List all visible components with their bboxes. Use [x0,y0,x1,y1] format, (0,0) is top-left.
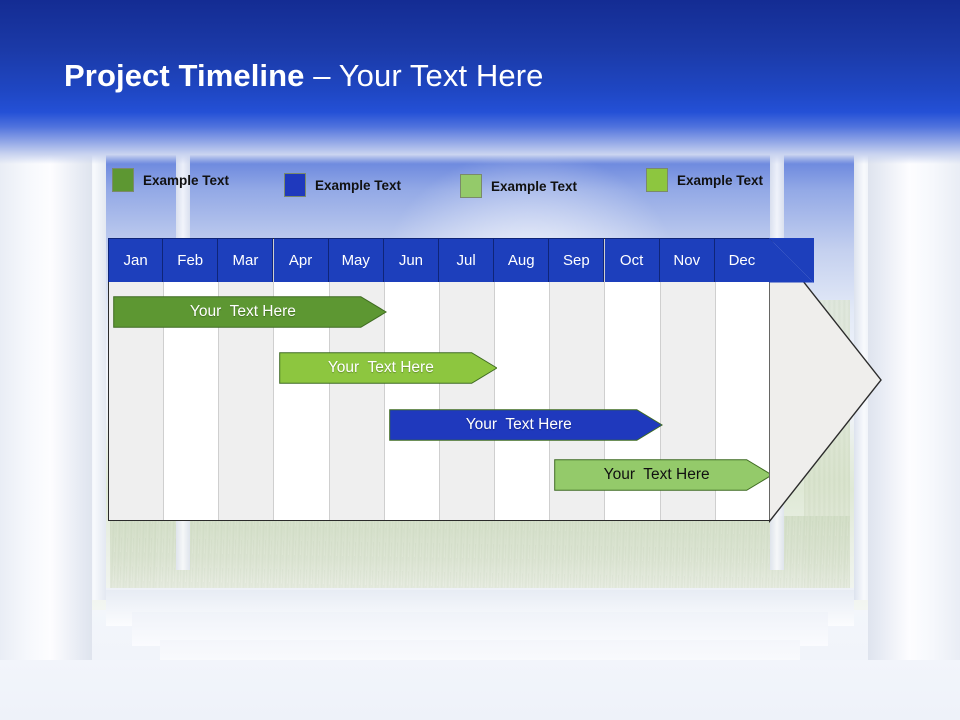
page-title-strong: Project Timeline [64,58,305,93]
task-bar-1[interactable]: Your Text Here [113,296,387,328]
page-title-light: Your Text Here [338,58,544,93]
month-header-aug[interactable]: Aug [494,238,550,282]
month-header-sep[interactable]: Sep [549,238,605,282]
title-banner-fade [0,112,960,164]
task-bar-arrow-3 [389,409,663,441]
task-bar-2[interactable]: Your Text Here [278,352,498,384]
background-grass-band [110,516,850,592]
task-bar-arrow-4 [554,459,773,491]
task-bar-arrow-1 [113,296,387,328]
legend-swatch-dark-green [112,168,134,192]
task-bar-label-3: Your Text Here [465,416,572,433]
task-bar-label-1: Your Text Here [189,303,296,320]
month-header-may[interactable]: May [328,238,384,282]
month-header-feb[interactable]: Feb [163,238,219,282]
legend-label-1: Example Text [143,172,230,188]
task-bar-4[interactable]: Your Text Here [554,459,773,491]
month-header-dec[interactable]: Dec [714,238,770,282]
chart-column-feb [164,239,220,520]
timeline-arrowhead [768,235,882,525]
chart-column-mar [219,239,275,520]
task-bar-3[interactable]: Your Text Here [389,409,663,441]
background-frame-right [868,110,960,720]
month-header-apr[interactable]: Apr [273,238,329,282]
month-header-oct[interactable]: Oct [604,238,660,282]
legend-item-4[interactable]: Example Text [646,168,763,192]
task-bar-label-2: Your Text Here [327,359,434,376]
task-bar-shape-2 [278,352,498,384]
task-bar-label-4: Your Text Here [603,466,710,483]
page-title-separator: – [304,58,339,93]
legend-item-2[interactable]: Example Text [284,173,401,197]
legend-swatch-blue [284,173,306,197]
background-floor [0,660,960,720]
month-header-mar[interactable]: Mar [218,238,274,282]
month-header-jun[interactable]: Jun [383,238,439,282]
task-bar-arrow-2 [278,352,498,384]
legend-item-1[interactable]: Example Text [112,168,229,192]
title-banner [0,0,960,112]
legend-label-2: Example Text [315,177,402,193]
task-bar-shape-1 [113,296,387,328]
legend-swatch-yellow-green [646,168,668,192]
month-header-nov[interactable]: Nov [659,238,715,282]
chart-column-aug [495,239,551,520]
chart-column-oct [606,239,661,520]
timeline-arrowhead-blue-fill [769,238,814,283]
month-header-jan[interactable]: Jan [108,238,164,282]
task-bar-shape-4 [554,459,773,491]
timeline-arrowhead-shape [768,235,882,525]
page-title: Project Timeline – Your Text Here [64,58,543,94]
background-frame-left [0,110,92,720]
chart-column-jan [109,239,165,520]
legend-label-3: Example Text [491,178,578,194]
legend-swatch-light-green [460,174,482,198]
task-bar-shape-3 [389,409,663,441]
legend-label-4: Example Text [677,172,764,188]
month-header-jul[interactable]: Jul [439,238,495,282]
legend-item-3[interactable]: Example Text [460,174,577,198]
